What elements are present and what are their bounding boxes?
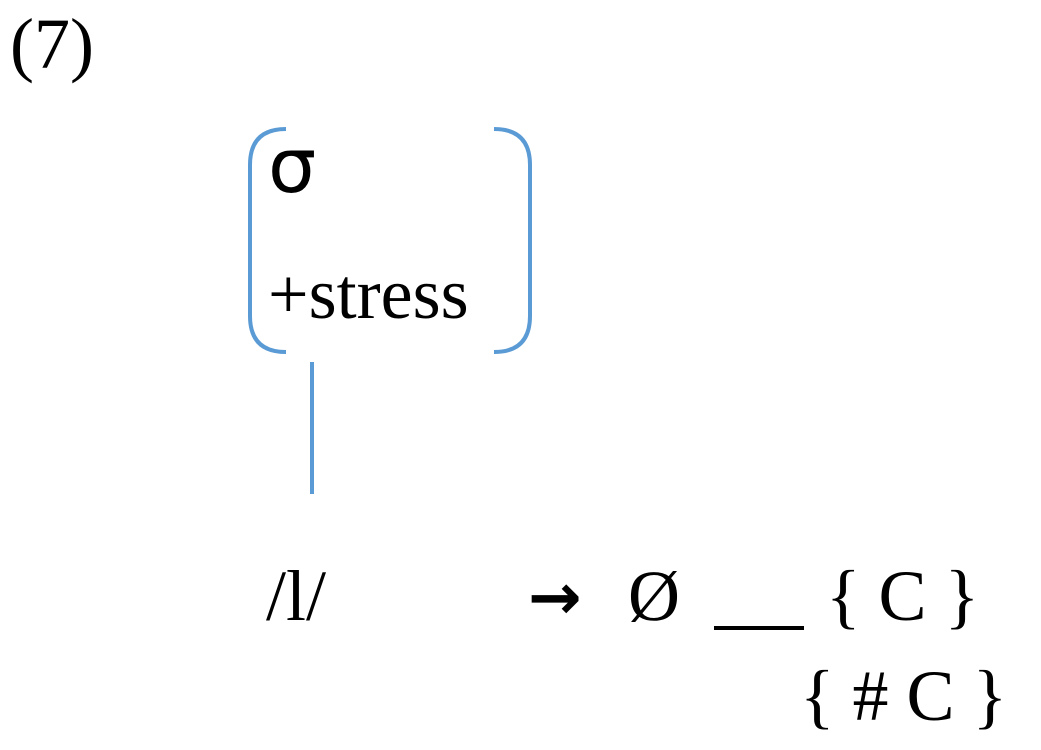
environment-blank [714, 626, 804, 630]
input-segment: /l/ [266, 556, 327, 636]
syllable-feature: σ [268, 121, 317, 210]
example-number: (7) [10, 4, 94, 84]
environment-boundary-consonant: { # C } [800, 656, 1008, 736]
right-arrow-icon: → [528, 561, 582, 635]
stress-feature: +stress [268, 254, 469, 334]
environment-consonant: { C } [826, 556, 980, 636]
left-feature-bracket [248, 127, 287, 354]
right-feature-bracket [493, 127, 532, 354]
null-output: Ø [628, 556, 680, 636]
